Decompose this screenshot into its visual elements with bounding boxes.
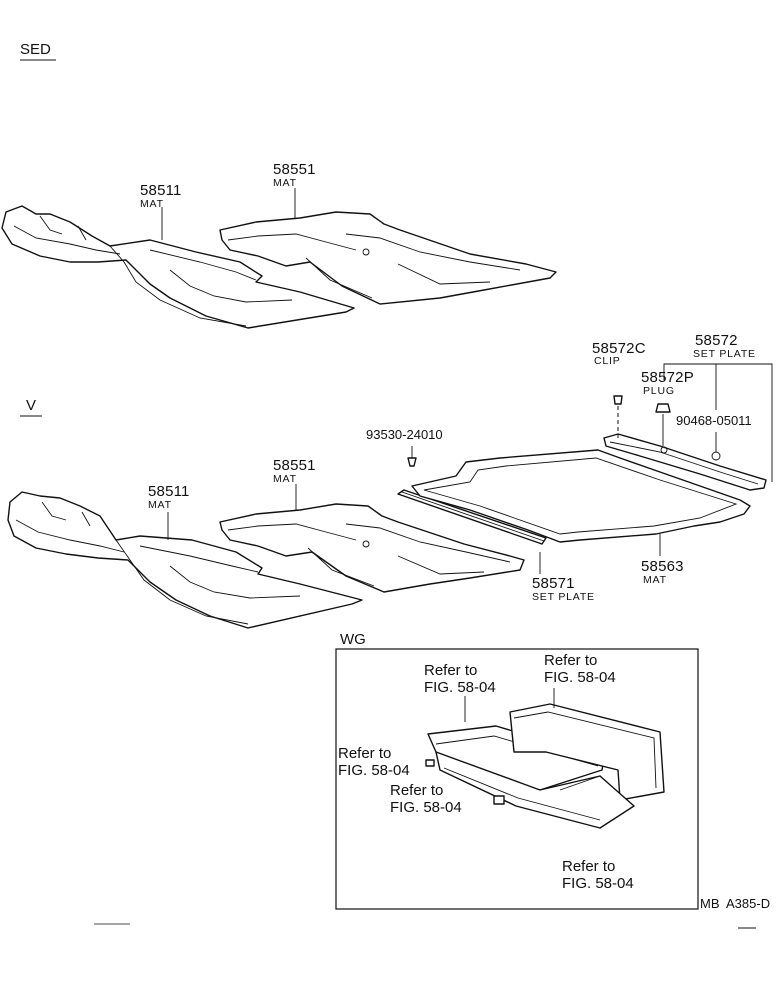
wg-ref-tray-right: Refer to FIG. 58-04	[544, 652, 616, 686]
cargo-mat-58563-shape	[411, 449, 751, 543]
bolt-number: 90468-05011	[676, 413, 752, 428]
diagram-code: MB A385-D	[700, 896, 771, 911]
sed-rear-mat-name: MAT	[273, 177, 297, 189]
plug-58572p-shape	[655, 403, 671, 413]
clip-58572c-shape	[613, 395, 623, 405]
set-plate-top-number: 58572	[695, 332, 738, 349]
v-rear-mat-number: 58551	[273, 457, 316, 474]
v-front-mat-number: 58511	[148, 483, 190, 500]
clip-name: CLIP	[594, 355, 621, 367]
sed-front-mat-number: 58511	[140, 182, 182, 199]
set-plate-58572-shape	[603, 433, 767, 491]
section-v-label: V	[26, 397, 37, 414]
section-sed-label: SED	[20, 41, 51, 58]
clip-number: 58572C	[592, 340, 646, 357]
cargo-mat-number: 58563	[641, 558, 684, 575]
wg-ref-left-clip: Refer to FIG. 58-04	[338, 745, 410, 779]
v-front-mat-shape	[7, 491, 363, 629]
screw-number: 93530-24010	[366, 427, 443, 442]
wg-ref-tray-left: Refer to FIG. 58-04	[424, 662, 496, 696]
set-plate-top-name: SET PLATE	[693, 348, 756, 360]
set-plate-58571-shape	[397, 489, 547, 545]
wg-ref-lower-panel: Refer to FIG. 58-04	[562, 858, 634, 892]
plug-number: 58572P	[641, 369, 694, 386]
plug-name: PLUG	[643, 385, 675, 397]
v-rear-mat-name: MAT	[273, 473, 297, 485]
set-plate-bottom-name: SET PLATE	[532, 591, 595, 603]
cargo-mat-name: MAT	[643, 574, 667, 586]
sed-rear-mat-shape	[219, 211, 557, 305]
sed-front-mat-shape	[1, 205, 355, 329]
wg-tray-shape	[425, 703, 665, 829]
screw-93530-shape	[407, 446, 417, 467]
v-front-mat-name: MAT	[148, 499, 172, 511]
sed-rear-mat-number: 58551	[273, 161, 316, 178]
wg-frame	[335, 648, 699, 910]
sed-front-mat-name: MAT	[140, 198, 164, 210]
wg-ref-center-clip: Refer to FIG. 58-04	[390, 782, 462, 816]
set-plate-bottom-number: 58571	[532, 575, 575, 592]
v-rear-mat-shape	[219, 503, 525, 593]
section-wg-label: WG	[340, 631, 366, 648]
